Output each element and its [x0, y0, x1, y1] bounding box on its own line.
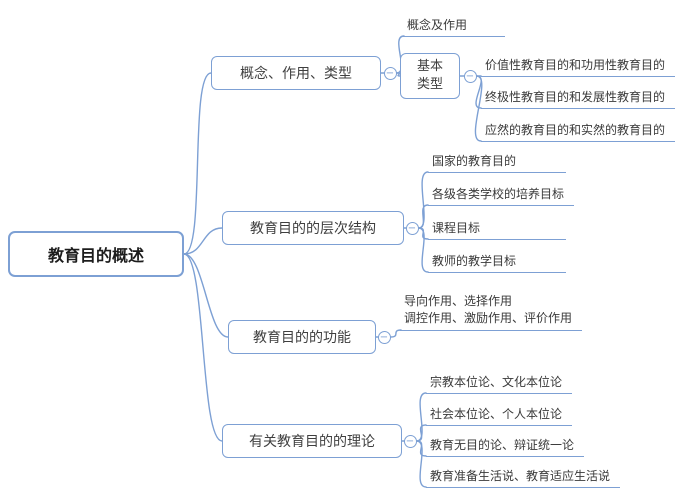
connector-root-branch3 — [183, 253, 229, 338]
connector-branch3-leaf1 — [389, 329, 402, 338]
connector-branch2-leaf3 — [417, 227, 429, 240]
branch-node-basic-types[interactable]: 基本 类型 — [400, 53, 460, 99]
connector-branch2-leaf4 — [417, 227, 429, 273]
leaf-node[interactable]: 国家的教育目的 — [428, 153, 566, 173]
connector-branch4-leaf4 — [415, 440, 427, 488]
branch-node-label: 概念、作用、类型 — [240, 66, 352, 82]
leaf-node[interactable]: 价值性教育目的和功用性教育目的 — [481, 57, 676, 77]
leaf-line: 导向作用、选择作用 — [404, 294, 513, 308]
leaf-node[interactable]: 教育无目的论、辩证统一论 — [426, 437, 585, 457]
connector-branch4-leaf1 — [415, 392, 427, 442]
branch-node-theories[interactable]: 有关教育目的的理论 — [222, 424, 402, 458]
root-node[interactable]: 教育目的概述 — [8, 231, 184, 277]
leaf-node[interactable]: 社会本位论、个人本位论 — [426, 406, 573, 426]
connector-root-branch1 — [183, 72, 212, 255]
connector-branch4-leaf2 — [415, 424, 427, 442]
leaf-node[interactable]: 宗教本位论、文化本位论 — [426, 374, 573, 394]
leaf-node[interactable]: 终极性教育目的和发展性教育目的 — [481, 89, 676, 109]
leaf-node-concept-and-function[interactable]: 概念及作用 — [403, 17, 505, 37]
connector-root-branch2 — [183, 227, 223, 255]
branch-node-functions[interactable]: 教育目的的功能 — [228, 320, 376, 354]
branch-node-concept-function-type[interactable]: 概念、作用、类型 — [211, 56, 381, 90]
branch-node-label: 有关教育目的的理论 — [249, 434, 375, 450]
leaf-node[interactable]: 课程目标 — [428, 220, 566, 240]
connector-root-branch4 — [183, 253, 223, 442]
collapse-minus-icon[interactable]: − — [383, 66, 397, 80]
leaf-node[interactable]: 应然的教育目的和实然的教育目的 — [481, 122, 676, 142]
branch-node-hierarchy[interactable]: 教育目的的层次结构 — [222, 211, 404, 245]
connector-branch2-leaf2 — [417, 204, 429, 229]
connector-branch2-leaf1 — [417, 171, 429, 229]
leaf-node[interactable]: 教师的教学目标 — [428, 253, 566, 273]
collapse-minus-icon[interactable]: − — [405, 221, 419, 235]
leaf-node[interactable]: 教育准备生活说、教育适应生活说 — [426, 468, 621, 488]
collapse-minus-icon[interactable]: − — [403, 434, 417, 448]
leaf-node[interactable]: 各级各类学校的培养目标 — [428, 186, 575, 206]
branch-node-label: 教育目的的层次结构 — [250, 221, 376, 237]
connector-branch4-leaf3 — [415, 440, 427, 457]
root-node-label: 教育目的概述 — [47, 246, 144, 265]
branch-node-label: 教育目的的功能 — [253, 330, 351, 346]
collapse-minus-icon[interactable]: − — [377, 330, 391, 344]
leaf-line: 调控作用、激励作用、评价作用 — [404, 311, 573, 325]
leaf-node-functions-detail[interactable]: 导向作用、选择作用 调控作用、激励作用、评价作用 — [400, 293, 583, 331]
collapse-minus-icon[interactable]: − — [463, 69, 477, 83]
